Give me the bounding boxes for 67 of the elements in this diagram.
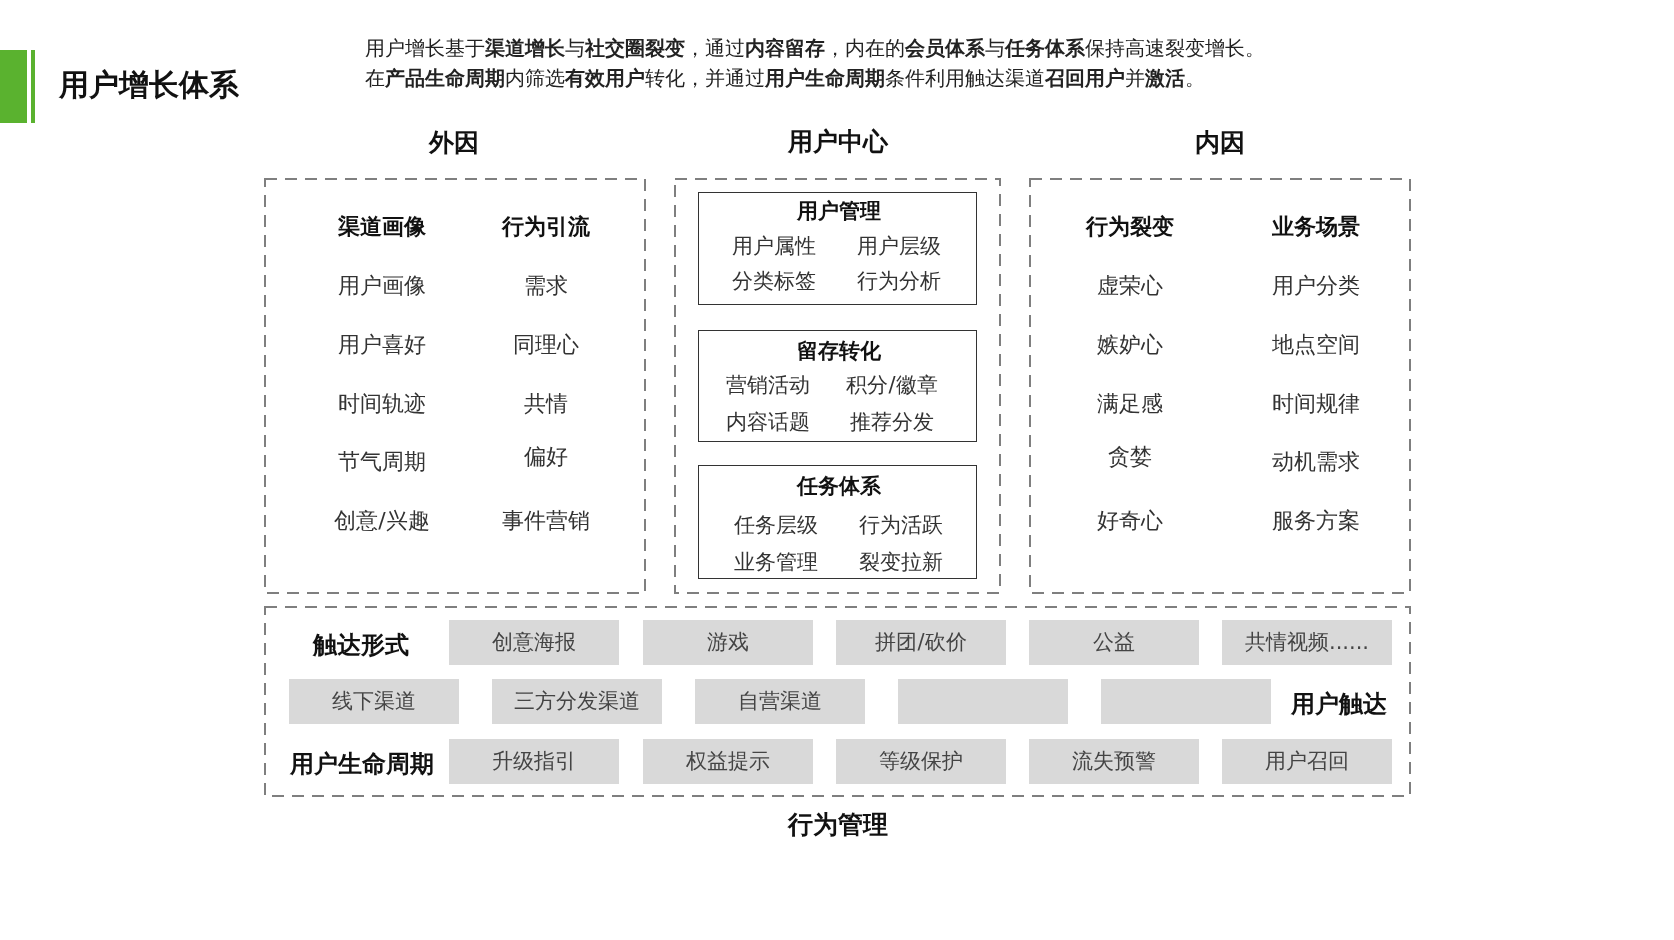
card-heading: 任务体系 bbox=[797, 474, 881, 500]
item-label: 创意/兴趣 bbox=[334, 507, 430, 535]
item-label: 行为分析 bbox=[857, 269, 941, 295]
item-label: 分类标签 bbox=[732, 269, 816, 295]
item-label: 同理心 bbox=[513, 331, 579, 359]
channel-chip: 线下渠道 bbox=[289, 679, 459, 724]
channel-chip: 三方分发渠道 bbox=[492, 679, 662, 724]
item-label: 地点空间 bbox=[1272, 331, 1360, 359]
reach-format-chip: 共情视频...... bbox=[1222, 620, 1392, 665]
intro-text: 在产品生命周期内筛选有效用户转化，并通过用户生命周期条件利用触达渠道召回用户并激活。 bbox=[365, 66, 1205, 90]
channel-chip bbox=[898, 679, 1068, 724]
item-label: 动机需求 bbox=[1272, 448, 1360, 476]
item-label: 共情 bbox=[524, 390, 568, 418]
column-heading: 行为引流 bbox=[502, 213, 590, 241]
channel-chip: 自营渠道 bbox=[695, 679, 865, 724]
lifecycle-step-chip: 权益提示 bbox=[643, 739, 813, 784]
item-label: 用户属性 bbox=[732, 234, 816, 260]
item-label: 好奇心 bbox=[1097, 507, 1163, 535]
item-label: 用户分类 bbox=[1272, 272, 1360, 300]
item-label: 用户层级 bbox=[857, 234, 941, 260]
item-label: 事件营销 bbox=[502, 507, 590, 535]
item-label: 内容话题 bbox=[726, 410, 810, 436]
reach-format-chip: 拼团/砍价 bbox=[836, 620, 1006, 665]
item-label: 任务层级 bbox=[734, 513, 818, 539]
reach-format-chip: 创意海报 bbox=[449, 620, 619, 665]
card-heading: 用户管理 bbox=[797, 199, 881, 225]
item-label: 用户喜好 bbox=[338, 331, 426, 359]
item-label: 嫉妒心 bbox=[1097, 331, 1163, 359]
card-heading: 留存转化 bbox=[797, 339, 881, 365]
item-label: 用户画像 bbox=[338, 272, 426, 300]
item-label: 虚荣心 bbox=[1097, 272, 1163, 300]
item-label: 业务管理 bbox=[734, 550, 818, 576]
item-label: 需求 bbox=[524, 272, 568, 300]
section-heading: 行为管理 bbox=[788, 810, 888, 840]
row-heading: 用户触达 bbox=[1291, 689, 1387, 719]
item-label: 行为活跃 bbox=[859, 513, 943, 539]
row-heading: 触达形式 bbox=[313, 630, 409, 660]
item-label: 贪婪 bbox=[1108, 443, 1152, 471]
reach-format-chip: 游戏 bbox=[643, 620, 813, 665]
item-label: 偏好 bbox=[524, 443, 568, 471]
item-label: 裂变拉新 bbox=[859, 550, 943, 576]
column-heading: 渠道画像 bbox=[338, 213, 426, 241]
intro-text: 用户增长基于渠道增长与社交圈裂变，通过内容留存，内在的会员体系与任务体系保持高速裂变增长。 bbox=[365, 36, 1265, 60]
column-heading: 行为裂变 bbox=[1086, 213, 1174, 241]
column-heading: 业务场景 bbox=[1272, 213, 1360, 241]
section-heading: 用户中心 bbox=[788, 127, 888, 157]
category-card bbox=[698, 192, 977, 305]
item-label: 服务方案 bbox=[1272, 507, 1360, 535]
item-label: 节气周期 bbox=[338, 448, 426, 476]
reach-format-chip: 公益 bbox=[1029, 620, 1199, 665]
lifecycle-step-chip: 流失预警 bbox=[1029, 739, 1199, 784]
item-label: 推荐分发 bbox=[850, 410, 934, 436]
lifecycle-step-chip: 等级保护 bbox=[836, 739, 1006, 784]
row-heading: 用户生命周期 bbox=[290, 749, 434, 779]
lifecycle-step-chip: 升级指引 bbox=[449, 739, 619, 784]
category-card bbox=[698, 330, 977, 442]
lifecycle-step-chip: 用户召回 bbox=[1222, 739, 1392, 784]
item-label: 满足感 bbox=[1097, 390, 1163, 418]
section-heading: 内因 bbox=[1195, 128, 1245, 158]
section-heading: 外因 bbox=[429, 128, 479, 158]
page-title: 用户增长体系 bbox=[59, 67, 239, 103]
item-label: 时间轨迹 bbox=[338, 390, 426, 418]
channel-chip bbox=[1101, 679, 1271, 724]
item-label: 时间规律 bbox=[1272, 390, 1360, 418]
category-card bbox=[698, 465, 977, 579]
item-label: 营销活动 bbox=[726, 373, 810, 399]
item-label: 积分/徽章 bbox=[846, 373, 938, 399]
